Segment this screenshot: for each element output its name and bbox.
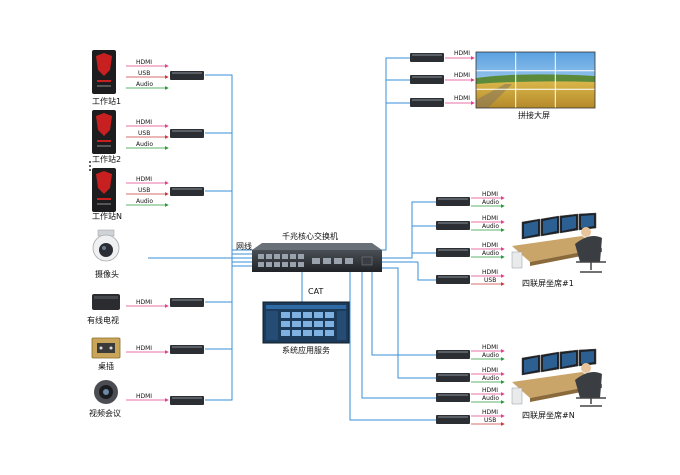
extender-box	[170, 298, 204, 307]
extender-box	[170, 396, 204, 405]
seat1-desk-illustration	[511, 212, 606, 273]
ws2-hdmi-label: HDMI	[136, 119, 153, 126]
video-conference-icon	[94, 380, 118, 404]
core-switch-device	[252, 243, 382, 272]
network-lines	[148, 57, 436, 421]
seat1-signal-label: HDMI	[482, 269, 499, 276]
extender-box	[436, 248, 470, 257]
cable-tv-label: 有线电视	[87, 316, 119, 325]
left-signal-arrows	[126, 64, 169, 402]
extender-box	[170, 71, 204, 80]
workstation-1-tower	[92, 50, 116, 94]
wall-hdmi-label-1: HDMI	[454, 50, 471, 57]
seat1-signal-label: Audio	[482, 223, 500, 230]
seat1-signal-label: HDMI	[482, 242, 499, 249]
cable-tv-box-icon	[92, 294, 120, 310]
seat1-signal-label: HDMI	[482, 191, 499, 198]
workstation-1-label: 工作站1	[92, 97, 122, 106]
seatn-signal-label: HDMI	[482, 409, 499, 416]
seatn-label: 四联屏坐席#N	[522, 411, 575, 420]
seatn-signal-label: USB	[484, 417, 497, 424]
ws1-usb-label: USB	[138, 70, 151, 77]
desk-socket-icon	[91, 337, 121, 359]
cat-label: CAT	[308, 287, 324, 296]
extender-box	[436, 373, 470, 382]
workstation-n-label: 工作站N	[92, 212, 122, 221]
extender-box	[436, 415, 470, 424]
wall-hdmi-label-2: HDMI	[454, 72, 471, 79]
server-screen-icon	[262, 301, 350, 344]
workstation-2-tower	[92, 110, 116, 154]
left-trunk-line	[205, 74, 233, 401]
extender-box	[436, 393, 470, 402]
seat1-label: 四联屏坐席#1	[522, 279, 574, 288]
extender-box	[436, 350, 470, 359]
seatn-signal-arrows	[471, 349, 505, 426]
video-conference-label: 视频会议	[89, 409, 121, 418]
extender-box	[410, 53, 444, 62]
ellipsis-dots	[89, 161, 91, 171]
server-label: 系统应用服务	[282, 346, 330, 355]
seat1-signal-label: Audio	[482, 250, 500, 257]
extender-box	[436, 221, 470, 230]
cable-tv-hdmi-label: HDMI	[136, 299, 153, 306]
extender-box	[410, 75, 444, 84]
wall-hdmi-label-3: HDMI	[454, 95, 471, 102]
seat1-signal-label: HDMI	[482, 215, 499, 222]
wall-signal-arrows	[445, 56, 475, 105]
seatn-extenders	[436, 350, 470, 424]
core-switch-label: 千兆核心交换机	[282, 232, 338, 241]
ws1-hdmi-label: HDMI	[136, 59, 153, 66]
ws2-usb-label: USB	[138, 130, 151, 137]
seatn-signal-label: HDMI	[482, 387, 499, 394]
video-wall-label: 拼接大屏	[518, 111, 550, 120]
ws2-audio-label: Audio	[136, 141, 154, 148]
extender-box	[436, 197, 470, 206]
extender-box	[436, 275, 470, 284]
seat1-signal-label: USB	[484, 277, 497, 284]
seat1-signal-arrows	[471, 196, 505, 286]
extender-box	[170, 129, 204, 138]
desk-socket-label: 桌插	[98, 362, 114, 371]
wsn-audio-label: Audio	[136, 198, 154, 205]
ws1-audio-label: Audio	[136, 81, 154, 88]
seatn-desk-illustration	[511, 348, 606, 407]
network-cable-label: 网线	[236, 242, 252, 251]
extender-box	[410, 98, 444, 107]
camera-icon	[92, 229, 120, 262]
seatn-signal-label: Audio	[482, 395, 500, 402]
video-conference-hdmi-label: HDMI	[136, 393, 153, 400]
extender-box	[170, 187, 204, 196]
wall-extenders	[410, 53, 444, 107]
seatn-signal-label: HDMI	[482, 344, 499, 351]
video-wall-screen	[475, 51, 596, 109]
seat1-signal-label: Audio	[482, 199, 500, 206]
left-extenders	[170, 71, 204, 405]
wsn-usb-label: USB	[138, 187, 151, 194]
seatn-signal-label: HDMI	[482, 367, 499, 374]
wsn-hdmi-label: HDMI	[136, 176, 153, 183]
camera-label: 摄像头	[95, 270, 119, 279]
seat1-extenders	[436, 197, 470, 284]
workstation-2-label: 工作站2	[92, 155, 122, 164]
extender-box	[170, 345, 204, 354]
seatn-signal-label: Audio	[482, 375, 500, 382]
desk-socket-hdmi-label: HDMI	[136, 345, 153, 352]
seatn-signal-label: Audio	[482, 352, 500, 359]
workstation-n-tower	[92, 168, 116, 212]
